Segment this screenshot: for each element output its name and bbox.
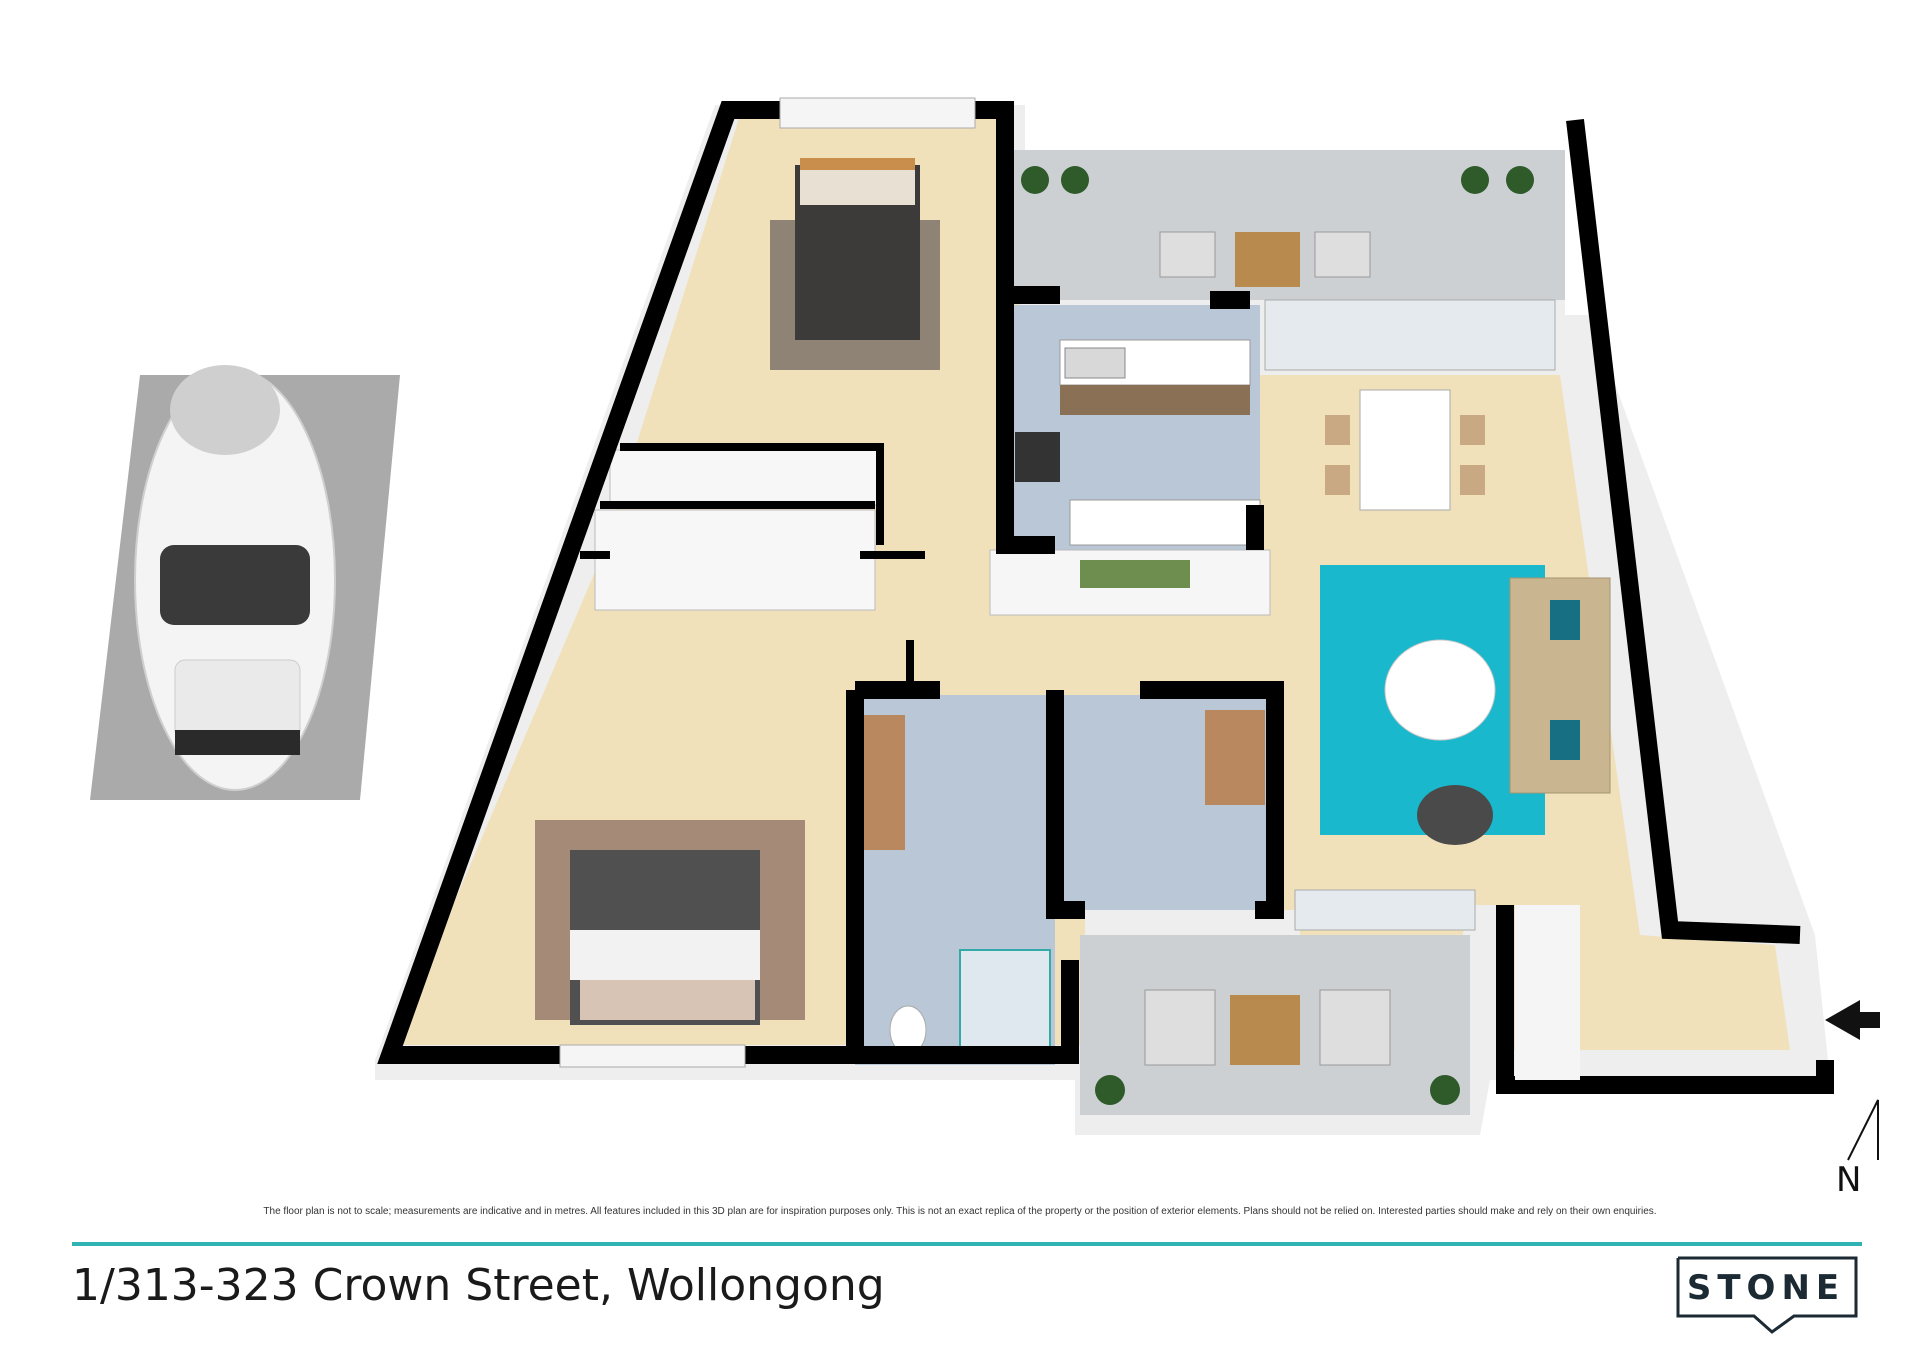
top-balcony-chair-1 [1159,231,1216,278]
bedroom-2-sheet [570,930,760,980]
bedroom-1-headboard [800,158,915,170]
wardrobe-lower [594,509,876,611]
bottom-balcony-chair-1 [1144,989,1216,1066]
bedroom-1-pillows [800,165,915,205]
top-balcony-table [1235,232,1300,287]
door-balcony-top [1264,299,1556,371]
kitchen-island [1069,499,1261,546]
bottom-balcony-chair-2 [1319,989,1391,1066]
logo-text: STONE [1686,1268,1846,1308]
window-bedroom-1 [779,97,976,129]
plants [1021,166,1534,1105]
cushion-1 [1550,600,1580,640]
walls [377,101,1834,1094]
kitchen-cooktop [1015,432,1060,482]
kitchen-artwork [1080,560,1190,588]
armchair [1417,785,1493,845]
property-address: 1/313-323 Crown Street, Wollongong [72,1260,885,1311]
compass-label: N [1836,1160,1862,1200]
cushion-2 [1550,720,1580,760]
bottom-balcony-table [1230,995,1300,1065]
stone-logo: STONE [1676,1256,1862,1336]
car-icon [134,365,336,791]
bathroom-left-vanity [860,715,905,850]
bedroom-2-pillows [580,980,755,1020]
accent-rule [72,1242,1862,1246]
dining-table [1359,389,1451,511]
disclaimer: The floor plan is not to scale; measurem… [263,1206,1657,1217]
dining-chairs [1325,415,1485,495]
top-balcony-chair-2 [1314,231,1371,278]
kitchen-sink [1064,347,1126,379]
entry-hall-closet [1515,905,1580,1080]
entry-arrow-icon [1825,1000,1880,1040]
wardrobe-upper [609,449,881,506]
kitchen-cabinets [1060,385,1250,415]
compass-icon [1847,1099,1879,1161]
logo-chevron-icon [1676,1256,1858,1334]
coffee-table [1384,639,1496,741]
bathroom-left-shower [959,949,1051,1051]
bathroom-right-vanity [1205,710,1265,805]
door-balcony-bottom [1294,889,1476,931]
window-bedroom-2 [559,1044,746,1068]
interior-walls [580,443,925,690]
